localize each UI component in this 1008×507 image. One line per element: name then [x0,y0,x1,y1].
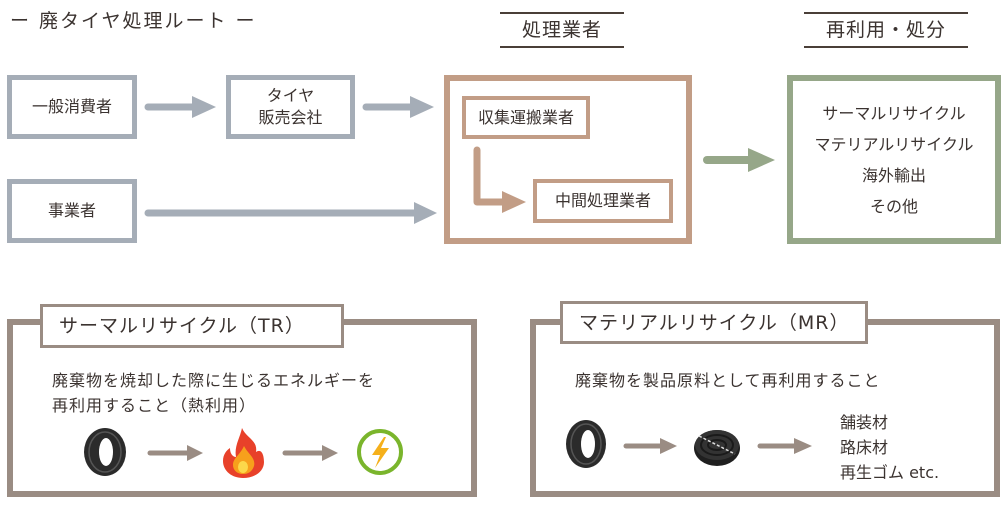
tire-icon [84,428,126,476]
arrow-collector-to-intermediate [473,146,526,213]
arrow-chip-to-outputs [757,438,812,454]
desc-line: 廃棄物を焼却した際に生じるエネルギーを [52,371,376,390]
node-label: 収集運搬業者 [477,107,574,127]
node-label-line1: タイヤ [266,86,315,105]
output-item: 路床材 [840,438,889,457]
energy-icon [357,429,403,475]
arrow-tire-to-fire [147,445,203,461]
output-item: 再生ゴム etc. [840,463,940,482]
output-item: 舗装材 [840,413,889,432]
destination-item: 海外輸出 [861,165,926,185]
rubber-chip-icon [694,430,740,466]
material-recycle-title: マテリアルリサイクル（MR） [560,301,868,344]
thermal-recycle-description: 廃棄物を焼却した際に生じるエネルギーを 再利用すること（熱利用） [52,368,375,418]
node-collector: 収集運搬業者 [462,96,590,139]
tire-icon [566,420,606,468]
node-general-consumer: 一般消費者 [7,75,137,139]
destination-group: サーマルリサイクル マテリアルリサイクル 海外輸出 その他 [787,75,1001,244]
arrow-shop-to-processor [362,96,434,118]
material-recycle-description: 廃棄物を製品原料として再利用すること [575,371,881,390]
header-reuse-disposal: 再利用・処分 [804,12,968,48]
arrow-business-to-processor [144,202,437,224]
thermal-recycle-title: サーマルリサイクル（TR） [40,304,344,348]
node-label: 事業者 [47,201,96,220]
header-processor: 処理業者 [500,12,624,48]
material-outputs: 舗装材 路床材 再生ゴム etc. [840,410,939,485]
arrow-tire-to-chip [623,438,677,454]
arrow-fire-to-energy [282,445,338,461]
arrow-consumer-to-shop [144,96,216,118]
destination-item: その他 [869,196,918,216]
node-tire-shop: タイヤ販売会社 [226,75,355,139]
node-label: 中間処理業者 [554,191,651,210]
destination-item: マテリアルリサイクル [814,134,974,154]
node-business: 事業者 [7,179,137,243]
node-label-line2: 販売会社 [258,108,323,127]
destination-item: サーマルリサイクル [822,103,966,123]
fire-icon [223,428,264,478]
node-intermediate-processor: 中間処理業者 [533,179,673,223]
arrow-processor-to-destination [703,148,775,172]
node-label: 一般消費者 [31,97,112,116]
diagram-title: ー 廃タイヤ処理ルート ー [10,10,257,32]
desc-line: 再利用すること（熱利用） [52,396,257,415]
